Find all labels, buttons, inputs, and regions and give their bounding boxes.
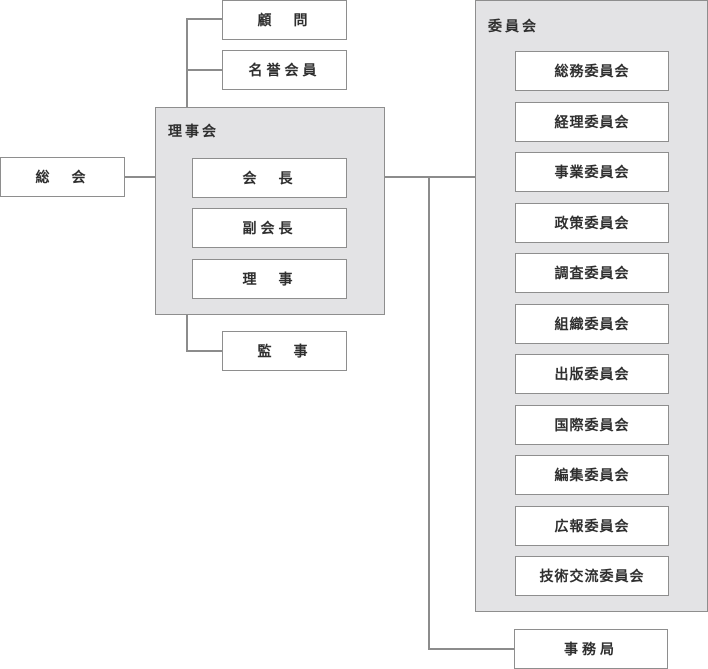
connector-board-lower-trunk (186, 314, 188, 352)
committees-title: 委員会 (488, 19, 539, 35)
committee-item: 技術交流委員会 (515, 556, 669, 596)
board-role-vice-president: 副会長 (192, 208, 347, 248)
honorary-member-box: 名誉会員 (222, 50, 347, 90)
committee-item: 経理委員会 (515, 102, 669, 142)
connector-assembly-to-board (125, 176, 155, 178)
committee-item: 総務委員会 (515, 51, 669, 91)
connector-to-honorary-member (186, 69, 222, 71)
committee-item: 広報委員会 (515, 506, 669, 546)
auditor-box: 監 事 (222, 331, 347, 371)
committee-item: 国際委員会 (515, 405, 669, 445)
general-assembly-box: 総 会 (0, 157, 125, 197)
committee-item: 政策委員会 (515, 203, 669, 243)
committee-item: 事業委員会 (515, 152, 669, 192)
connector-to-auditor (186, 350, 222, 352)
board-group: 理事会 会 長 副会長 理 事 (155, 107, 385, 315)
board-title: 理事会 (168, 124, 219, 140)
connector-board-upper-trunk (186, 19, 188, 108)
committee-item: 組織委員会 (515, 304, 669, 344)
committee-item: 調査委員会 (515, 253, 669, 293)
board-role-president: 会 長 (192, 158, 347, 198)
secretariat-box: 事務局 (514, 629, 668, 669)
committees-group: 委員会 総務委員会 経理委員会 事業委員会 政策委員会 調査委員会 組織委員会 … (475, 0, 708, 612)
advisor-box: 顧 問 (222, 0, 347, 40)
connector-board-to-committees (385, 176, 475, 178)
connector-to-secretariat (428, 648, 514, 650)
committee-item: 編集委員会 (515, 455, 669, 495)
connector-to-advisor (186, 18, 222, 20)
connector-secretariat-trunk (428, 177, 430, 650)
committee-item: 出版委員会 (515, 354, 669, 394)
board-role-director: 理 事 (192, 259, 347, 299)
